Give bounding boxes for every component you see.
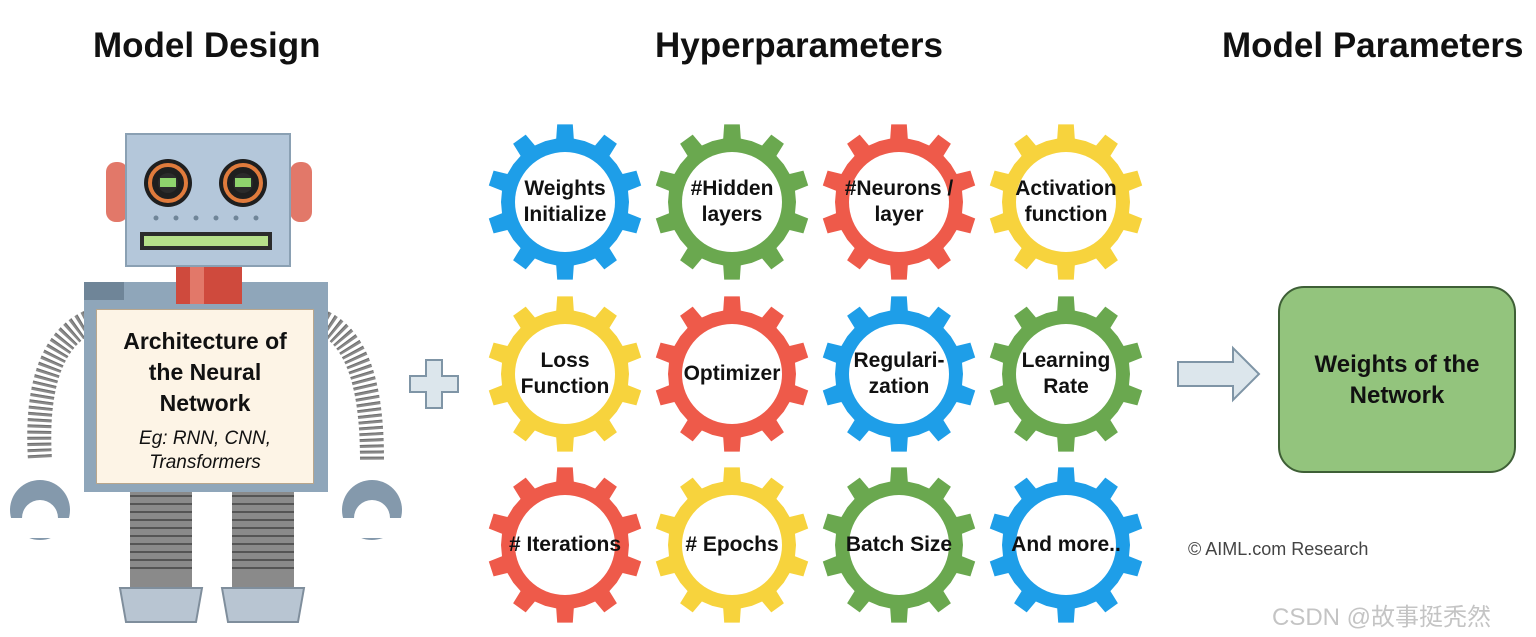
watermark-text: CSDN @故事挺秃然 — [1272, 604, 1492, 631]
gear-center — [682, 495, 782, 595]
robot-left-arm — [10, 306, 104, 540]
gear-epochs — [655, 467, 809, 623]
robot-right-arm — [308, 306, 402, 540]
architecture-box: Architecture of the Neural Network Eg: R… — [96, 309, 314, 484]
gear-center — [682, 152, 782, 252]
gear-regulari-zation — [822, 296, 976, 452]
model-design-heading: Model Design — [93, 26, 321, 65]
gear-label-optimizer: Optimizer — [683, 362, 781, 385]
weights-of-network-label: Weights of the Network — [1314, 350, 1480, 409]
gear-learning-rate — [989, 296, 1143, 452]
gear-center — [515, 495, 615, 595]
hyperparameter-gears — [488, 124, 1143, 623]
gear-loss-function — [488, 296, 642, 452]
gear-label-neurons-layer: #Neurons / layer — [844, 177, 954, 226]
architecture-examples: Eg: RNN, CNN, Transformers — [139, 428, 271, 473]
gear-label-batch-size: Batch Size — [845, 533, 953, 556]
gear-hidden-layers — [655, 124, 809, 280]
gear-neurons-layer — [822, 124, 976, 280]
gear-label-epochs: # Epochs — [685, 533, 779, 556]
robot-legs — [118, 488, 306, 623]
arrow-right-icon — [1177, 345, 1261, 403]
gear-label-iterations: # Iterations — [508, 533, 622, 556]
gear-center — [1016, 152, 1116, 252]
weights-of-network-box: Weights of the Network — [1278, 286, 1516, 473]
gear-center — [1016, 495, 1116, 595]
gear-and-more — [989, 467, 1143, 623]
gear-weights-initialize — [488, 124, 642, 280]
gear-center — [849, 324, 949, 424]
gear-center — [849, 495, 949, 595]
gear-activation-function — [989, 124, 1143, 280]
gear-label-and-more: And more.. — [1011, 533, 1121, 556]
hyperparameters-heading: Hyperparameters — [655, 26, 943, 65]
gear-iterations — [488, 467, 642, 623]
gear-center — [849, 152, 949, 252]
gear-center — [515, 324, 615, 424]
gear-center — [1016, 324, 1116, 424]
robot-neck — [176, 264, 242, 304]
credit-text: © AIML.com Research — [1188, 539, 1369, 559]
gear-label-learning-rate: Learning Rate — [1021, 349, 1111, 398]
gear-label-loss-function: Loss Function — [520, 349, 610, 398]
gear-label-regulari-zation: Regulari- zation — [853, 349, 945, 398]
gear-label-hidden-layers: #Hidden layers — [690, 177, 774, 226]
robot-head — [106, 133, 312, 267]
model-parameters-heading: Model Parameters — [1222, 26, 1524, 65]
gear-center — [515, 152, 615, 252]
gear-label-weights-initialize: Weights Initialize — [523, 177, 607, 226]
architecture-title: Architecture of the Neural Network — [123, 328, 287, 416]
gear-optimizer — [655, 296, 809, 452]
gear-center — [682, 324, 782, 424]
plus-icon — [409, 359, 459, 409]
gear-batch-size — [822, 467, 976, 623]
gear-label-activation-function: Activation function — [1015, 177, 1117, 226]
